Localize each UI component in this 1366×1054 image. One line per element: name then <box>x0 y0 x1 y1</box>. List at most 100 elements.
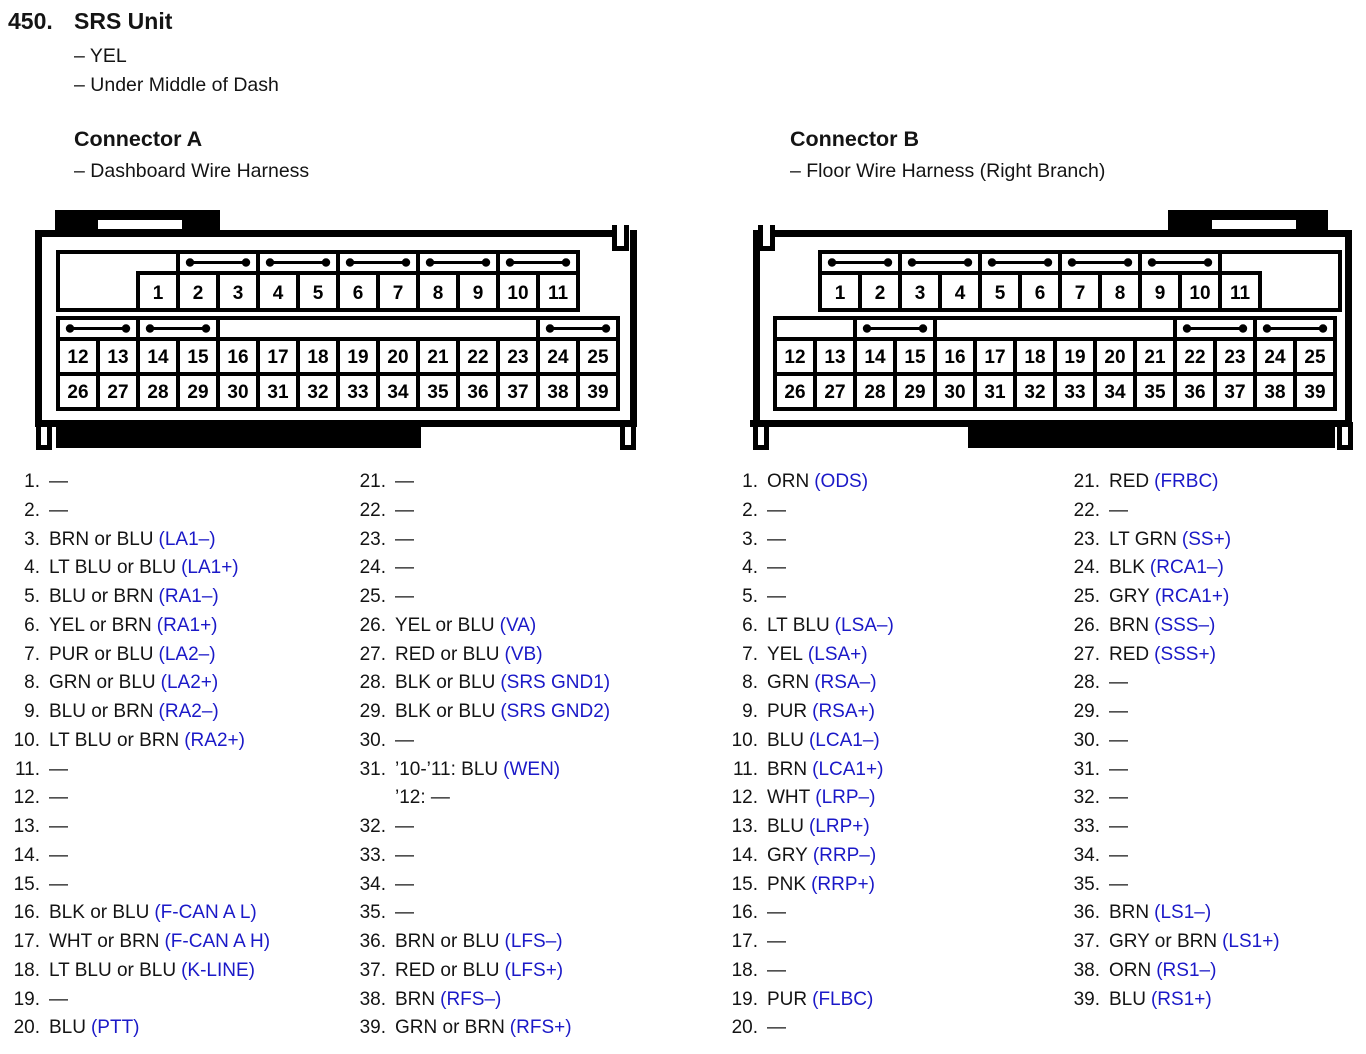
pin-number: 35. <box>1073 873 1100 895</box>
svg-text:21: 21 <box>1144 347 1166 368</box>
pin-wire-color: ORN <box>1109 959 1152 981</box>
pin-row: 27.RED(SSS+) <box>1066 641 1280 670</box>
pin-wire-color: — <box>767 528 786 550</box>
pin-row: 26.YEL or BLU(VA) <box>352 612 610 641</box>
pin-number: 32. <box>1073 787 1100 809</box>
note-color: – YEL <box>74 45 127 67</box>
svg-text:22: 22 <box>467 347 488 368</box>
pin-number: 27. <box>359 643 386 665</box>
pin-number: 9. <box>742 701 758 722</box>
connector-b-pins-col1: 1.ORN(ODS)2.—3.—4.—5.—6.LT BLU(LSA–)7.YE… <box>724 468 894 1043</box>
pin-row: 9.BLU or BRN(RA2–) <box>6 698 270 727</box>
pin-number: 14. <box>731 844 758 866</box>
pin-row: 15.— <box>6 871 270 900</box>
connector-b-subtitle: – Floor Wire Harness (Right Branch) <box>790 160 1106 182</box>
svg-text:36: 36 <box>1184 382 1205 403</box>
pin-number: 9. <box>24 701 40 722</box>
pin-row: 31.’10-’11: BLU(WEN) <box>352 756 610 785</box>
pin-number: 2. <box>24 499 40 521</box>
pin-row: 34.— <box>1066 842 1280 871</box>
pin-number: 34. <box>1073 844 1100 866</box>
svg-text:4: 4 <box>273 283 284 304</box>
pin-row: 7.PUR or BLU(LA2–) <box>6 641 270 670</box>
pin-number: 18. <box>13 959 40 981</box>
pin-signal: (RSA–) <box>814 672 877 694</box>
pin-row: 2.— <box>6 497 270 526</box>
pin-number: 8. <box>24 672 40 694</box>
pin-wire-color: WHT or BRN <box>49 931 160 952</box>
svg-text:6: 6 <box>353 283 364 304</box>
pin-row: 13.BLU(LRP+) <box>724 813 894 842</box>
svg-text:26: 26 <box>784 382 805 403</box>
pin-wire-color: — <box>49 873 68 895</box>
svg-text:24: 24 <box>1264 347 1286 368</box>
pin-wire-color: BRN or BLU <box>395 931 500 952</box>
pin-signal: (RRP–) <box>812 844 877 866</box>
pin-wire-color: — <box>767 1017 786 1039</box>
pin-wire-color: — <box>49 471 68 492</box>
pin-number: 6. <box>24 614 40 636</box>
pin-signal: (K-LINE) <box>181 959 255 981</box>
pin-number: 16. <box>731 902 758 924</box>
svg-text:32: 32 <box>1024 382 1045 403</box>
pin-wire-color: GRN or BRN <box>395 1017 505 1039</box>
pin-wire-color: RED or BLU <box>395 643 500 665</box>
pin-signal: (LSA–) <box>834 614 894 636</box>
pin-signal: (RA2–) <box>158 701 219 722</box>
pin-row: 32.— <box>352 813 610 842</box>
pin-row: 4.— <box>724 554 894 583</box>
pin-wire-color: — <box>1109 787 1128 809</box>
svg-text:10: 10 <box>507 283 528 304</box>
svg-text:16: 16 <box>227 347 248 368</box>
pin-row: 37.GRY or BRN(LS1+) <box>1066 928 1280 957</box>
svg-text:34: 34 <box>1104 382 1126 403</box>
svg-text:1: 1 <box>835 283 846 304</box>
pin-wire-color: — <box>49 844 68 866</box>
svg-text:31: 31 <box>984 382 1006 403</box>
connector-b-title: Connector B <box>790 127 919 151</box>
pin-wire-color: — <box>395 729 414 751</box>
svg-text:35: 35 <box>427 382 449 403</box>
connector-a-title: Connector A <box>74 127 203 151</box>
pin-row: 14.— <box>6 842 270 871</box>
pin-number: 28. <box>1073 672 1100 694</box>
svg-text:33: 33 <box>347 382 368 403</box>
svg-text:8: 8 <box>1115 283 1126 304</box>
pin-signal: (LCA1–) <box>808 729 880 751</box>
pin-signal: (SRS GND1) <box>500 672 611 694</box>
pin-wire-color: — <box>1109 729 1128 751</box>
pin-number: 39. <box>359 1017 386 1039</box>
pin-wire-color: BRN <box>767 758 808 780</box>
pin-row: 20.BLU(PTT) <box>6 1014 270 1043</box>
connector-a-subtitle: – Dashboard Wire Harness <box>74 160 310 182</box>
pin-wire-color: RED <box>1109 643 1150 665</box>
pin-signal: (SRS GND2) <box>500 701 611 722</box>
pin-wire-color: — <box>767 931 786 952</box>
pin-row: 30.— <box>352 727 610 756</box>
pin-number: 4. <box>24 557 40 579</box>
svg-text:11: 11 <box>548 283 569 304</box>
pin-wire-color: — <box>1109 672 1128 694</box>
svg-text:17: 17 <box>984 347 1005 368</box>
pin-wire-color: — <box>767 959 786 981</box>
item-number: 450. <box>8 8 53 34</box>
pin-wire-color: — <box>767 586 786 607</box>
svg-text:20: 20 <box>387 347 408 368</box>
svg-text:12: 12 <box>67 347 88 368</box>
pin-wire-color: BLU <box>49 1017 86 1039</box>
pin-number: 22. <box>1073 499 1100 521</box>
pin-wire-color: LT BLU <box>767 614 830 636</box>
pin-row: 14.GRY(RRP–) <box>724 842 894 871</box>
pin-signal: (LFS+) <box>504 959 564 981</box>
pin-row: 37.RED or BLU(LFS+) <box>352 957 610 986</box>
svg-text:5: 5 <box>313 283 324 304</box>
pin-wire-color: BRN <box>1109 902 1150 924</box>
svg-text:11: 11 <box>1230 283 1251 304</box>
pin-signal: (RA1+) <box>156 614 218 636</box>
pin-wire-color: — <box>767 499 786 521</box>
pin-row: 28. — <box>1066 669 1280 698</box>
pin-wire-color: PNK <box>767 873 807 895</box>
pin-row: 25.— <box>352 583 610 612</box>
pin-number: 25. <box>359 586 386 607</box>
